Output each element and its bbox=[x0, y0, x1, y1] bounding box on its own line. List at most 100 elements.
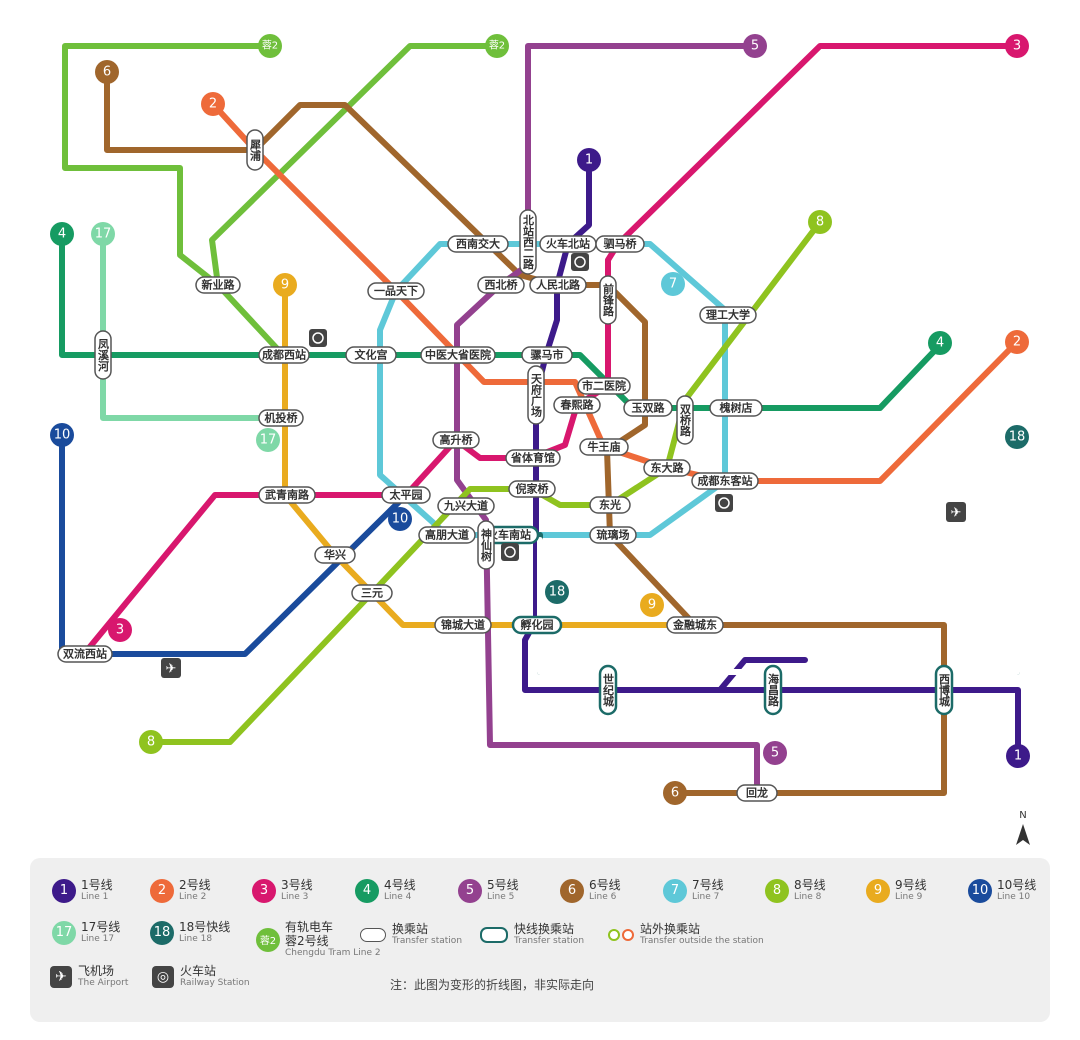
svg-text:槐树店: 槐树店 bbox=[719, 401, 753, 415]
svg-text:✈: ✈ bbox=[166, 662, 177, 677]
station-shenxianshu[interactable]: 神仙树 bbox=[477, 520, 495, 570]
line-6-badge: 6 bbox=[560, 878, 584, 903]
svg-text:2: 2 bbox=[1013, 335, 1021, 350]
station-gaoshengqiao[interactable]: 高升桥 bbox=[432, 431, 480, 449]
station-shengtiyuguan[interactable]: 省体育馆 bbox=[505, 449, 561, 467]
station-yushuanglu[interactable]: 玉双路 bbox=[623, 399, 673, 417]
station-renminbeilu[interactable]: 人民北路 bbox=[529, 276, 587, 294]
station-xinyelu[interactable]: 新业路 bbox=[195, 276, 241, 294]
line-7 bbox=[377, 241, 728, 538]
station-fuhuayuan[interactable]: 孵化园 bbox=[511, 615, 563, 635]
legend-label-en: Line 6 bbox=[589, 892, 617, 902]
svg-text:双流西站: 双流西站 bbox=[63, 647, 107, 661]
svg-text:机投桥: 机投桥 bbox=[265, 411, 299, 425]
map-note: 注：此图为变形的折线图，非实际走向 bbox=[390, 978, 595, 992]
legend-label-en: The Airport bbox=[78, 978, 129, 988]
svg-text:火车南站: 火车南站 bbox=[487, 528, 531, 542]
svg-text:18: 18 bbox=[549, 585, 566, 600]
legend-label: 快线换乘站 bbox=[514, 922, 575, 936]
station-shuangliuxizhan[interactable]: 双流西站 bbox=[57, 645, 113, 663]
svg-text:1: 1 bbox=[585, 153, 593, 168]
station-liulichang[interactable]: 琉璃场 bbox=[589, 526, 637, 544]
svg-text:三元: 三元 bbox=[361, 587, 383, 600]
station-jiuxingdadao[interactable]: 九兴大道 bbox=[437, 497, 495, 515]
station-wuqingnanlu[interactable]: 武青南路 bbox=[258, 486, 316, 504]
station-luomashi[interactable]: 骡马市 bbox=[521, 346, 573, 364]
station-haichanglu[interactable]: 海昌路 bbox=[763, 664, 783, 716]
legend-label-en: Transfer outside the station bbox=[640, 936, 764, 946]
station-chunxilu[interactable]: 春熙路 bbox=[553, 396, 601, 414]
station-shuangqiaolu[interactable]: 双桥路 bbox=[676, 395, 694, 445]
svg-text:前锋路: 前锋路 bbox=[602, 282, 615, 317]
station-xibocheng[interactable]: 西博城 bbox=[934, 664, 954, 716]
station-dongdalu[interactable]: 东大路 bbox=[643, 459, 691, 477]
station-yipintianxia[interactable]: 一品天下 bbox=[367, 282, 425, 300]
line-17-badge: 17 bbox=[52, 920, 76, 945]
station-xipu[interactable]: 犀浦 bbox=[246, 129, 264, 171]
svg-text:金融城东: 金融城东 bbox=[672, 618, 717, 632]
station-ligongdaxue[interactable]: 理工大学 bbox=[699, 306, 757, 324]
label-line-10: 10 bbox=[388, 507, 412, 531]
station-shijicheng[interactable]: 世纪城 bbox=[598, 664, 618, 716]
terminus-tram2-west: 蓉2 bbox=[258, 34, 282, 58]
line-6 bbox=[104, 69, 947, 796]
station-huaishudian[interactable]: 槐树店 bbox=[709, 399, 763, 417]
station-chengduxizhan[interactable]: 成都西站 bbox=[258, 346, 310, 364]
station-jitouqiao[interactable]: 机投桥 bbox=[258, 409, 304, 427]
station-jinchengdadao[interactable]: 锦城大道 bbox=[434, 616, 492, 634]
svg-text:5: 5 bbox=[771, 746, 779, 761]
svg-text:18: 18 bbox=[1009, 430, 1026, 445]
station-chengdudongke[interactable]: 成都东客站 bbox=[691, 472, 759, 490]
line-3-badge: 3 bbox=[252, 878, 276, 903]
station-jinrongchengdong[interactable]: 金融城东 bbox=[666, 616, 724, 634]
station-tianfuguangchang[interactable]: 天府广场 bbox=[527, 365, 545, 425]
line-9-badge: 9 bbox=[866, 878, 890, 903]
svg-text:理工大学: 理工大学 bbox=[706, 308, 750, 322]
station-zhongyida[interactable]: 中医大省医院 bbox=[420, 346, 496, 364]
terminus-line-17: 17 bbox=[91, 222, 115, 246]
svg-text:西北桥: 西北桥 bbox=[485, 278, 519, 292]
station-huaxing[interactable]: 华兴 bbox=[314, 546, 356, 564]
station-wenhuagong[interactable]: 文化宫 bbox=[345, 346, 397, 364]
station-niuwangmiao[interactable]: 牛王庙 bbox=[579, 438, 629, 456]
station-beizhanxierlu[interactable]: 北站西二路 bbox=[519, 209, 537, 275]
svg-text:琉璃场: 琉璃场 bbox=[597, 528, 630, 542]
svg-text:太平园: 太平园 bbox=[389, 488, 423, 502]
station-huochebeizhan[interactable]: 火车北站 bbox=[539, 235, 597, 253]
legend-label: 3号线 bbox=[281, 878, 313, 892]
station-dongguang[interactable]: 东光 bbox=[589, 496, 631, 514]
station-gaopengdadao[interactable]: 高朋大道 bbox=[418, 526, 476, 544]
svg-text:中医大省医院: 中医大省医院 bbox=[425, 348, 491, 362]
line-2-badge: 2 bbox=[150, 878, 174, 903]
station-qianfenglu[interactable]: 前锋路 bbox=[599, 275, 617, 325]
station-xinanjiaoda[interactable]: 西南交大 bbox=[447, 235, 509, 253]
svg-text:新业路: 新业路 bbox=[202, 278, 236, 292]
svg-text:3: 3 bbox=[116, 623, 124, 638]
svg-text:9: 9 bbox=[281, 278, 289, 293]
station-huilong[interactable]: 回龙 bbox=[736, 784, 778, 802]
legend-label: 18号快线 bbox=[179, 920, 231, 934]
station-taipingyuan[interactable]: 太平园 bbox=[381, 486, 431, 504]
terminus-line-3: 3 bbox=[1005, 34, 1029, 58]
station-sanyuan[interactable]: 三元 bbox=[351, 584, 393, 602]
railway-station-icon bbox=[715, 494, 733, 512]
station-xibeiqiao[interactable]: 西北桥 bbox=[477, 276, 525, 294]
station-simaqiao[interactable]: 驷马桥 bbox=[595, 235, 645, 253]
line-10 bbox=[59, 432, 409, 657]
svg-text:N: N bbox=[1019, 810, 1026, 821]
svg-text:牛王庙: 牛王庙 bbox=[588, 440, 621, 454]
legend-label-en: Line 18 bbox=[179, 934, 213, 944]
station-fengxihe[interactable]: 凤溪河 bbox=[94, 330, 112, 380]
station-shieryiyuan[interactable]: 市二医院 bbox=[577, 377, 631, 395]
station-nijiaqiao[interactable]: 倪家桥 bbox=[508, 480, 556, 498]
legend-label-en: Line 5 bbox=[487, 892, 515, 902]
railway-station-icon bbox=[309, 329, 327, 347]
metro-map: 1 1 2 2 3 3 4 4 5 5 6 6 7 8 8 9 9 10 10 … bbox=[50, 34, 1030, 845]
